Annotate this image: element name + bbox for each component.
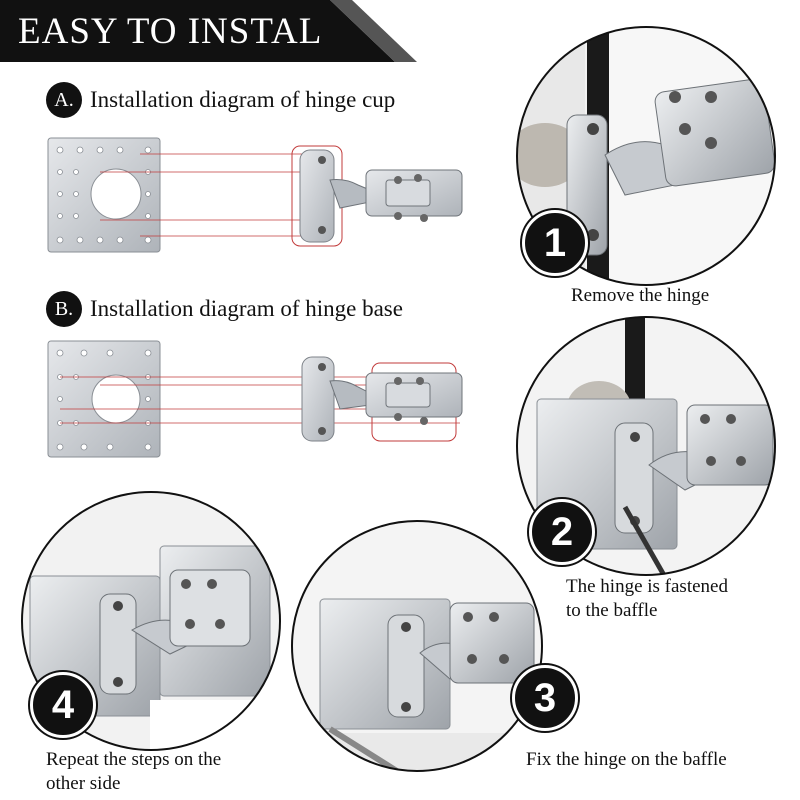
hinge-plate-icon: [47, 340, 161, 458]
step-4-caption: Repeat the steps on the other side: [46, 748, 221, 796]
screwdriver-icon: [328, 726, 402, 771]
section-a-label: A. Installation diagram of hinge cup: [46, 82, 395, 118]
step-4-photo: [21, 491, 281, 751]
section-b-title: Installation diagram of hinge base: [90, 296, 403, 321]
step-3-caption-line: Fix the hinge on the baffle: [526, 749, 727, 770]
hinge-cup-diagram: [47, 137, 463, 253]
section-b-badge: B.: [46, 291, 82, 327]
hinge-plate-icon: [47, 137, 161, 253]
section-a-title: Installation diagram of hinge cup: [90, 87, 396, 112]
step-3-photo: [291, 520, 543, 772]
title-banner: [0, 0, 395, 62]
section-a-badge: A.: [46, 82, 82, 118]
step-2-caption-line: The hinge is fastened: [566, 576, 728, 597]
step-1-caption: Remove the hinge: [571, 284, 709, 308]
step-4-caption-line: Repeat the steps on the: [46, 749, 222, 770]
section-b-label: B. Installation diagram of hinge base: [46, 291, 403, 327]
step-3-badge: 3: [512, 665, 578, 731]
step-3-caption: Fix the hinge on the baffle: [526, 748, 727, 772]
step-2-badge: 2: [529, 499, 595, 565]
step-4-caption-line: other side: [46, 773, 121, 794]
step-1-caption-line: Remove the hinge: [571, 285, 710, 306]
hinge-icon: [301, 356, 463, 442]
alignment-guides: [100, 153, 320, 237]
hinge-base-diagram: [47, 340, 463, 458]
screwdriver-icon: [622, 505, 668, 575]
page-title: EASY TO INSTAL: [18, 11, 323, 52]
step-4-badge: 4: [30, 672, 96, 738]
step-2-caption: The hinge is fastened to the baffle: [566, 575, 728, 623]
step-2-caption-line: to the baffle: [566, 600, 658, 621]
hinge-icon: [299, 149, 463, 243]
step-1-badge: 1: [522, 210, 588, 276]
